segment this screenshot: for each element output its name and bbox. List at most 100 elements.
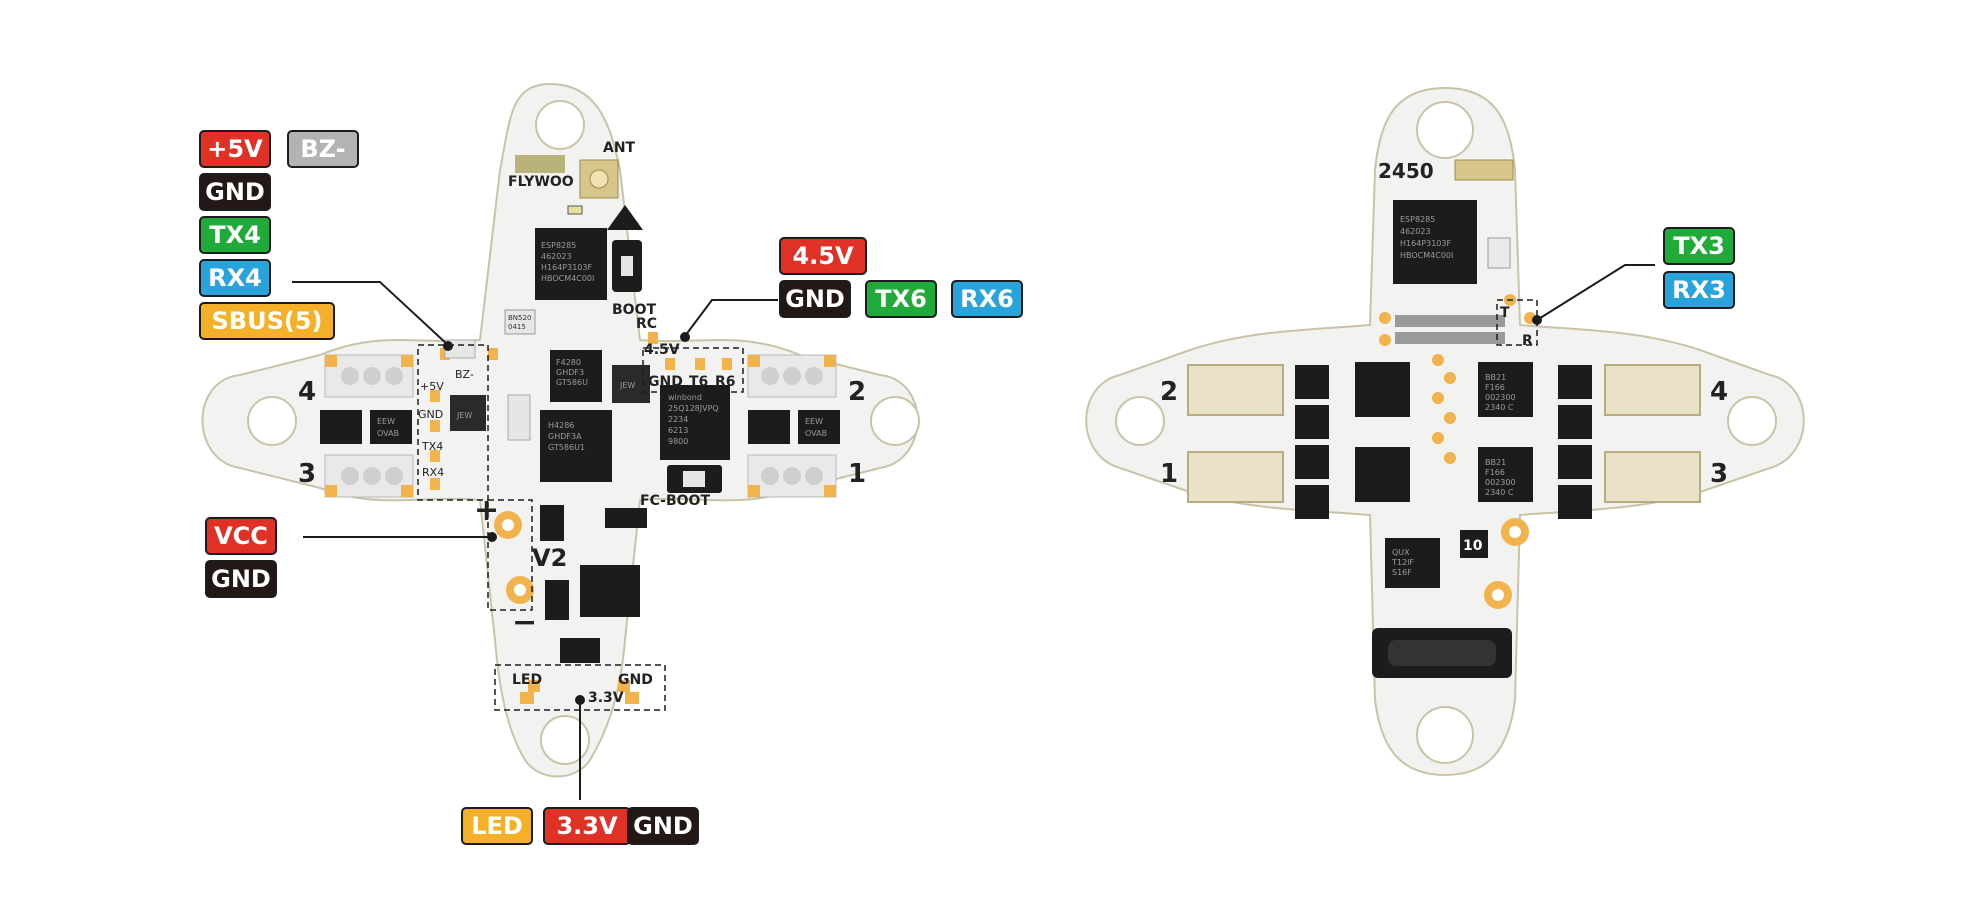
- label-pill-gnd: GND: [199, 173, 271, 211]
- chip-text-line: H4286: [548, 421, 574, 430]
- label-pill-rx3: RX3: [1663, 271, 1735, 309]
- chip-text-line: 25Q128JVPQ: [668, 404, 719, 413]
- label-pill-bg: [779, 237, 867, 275]
- silk-rx4: RX4: [422, 466, 444, 479]
- silk-tx4: TX4: [421, 440, 443, 453]
- label-pill-text: RX6: [960, 285, 1014, 313]
- svg-text:OVAB: OVAB: [377, 429, 399, 438]
- jev-chip-left: [450, 395, 486, 431]
- chip-text-line: S16F: [1392, 568, 1412, 577]
- label-pill-text: RX4: [208, 264, 262, 292]
- label-pill-text: TX6: [875, 285, 927, 313]
- chip-text-line: HBOCM4C00I: [541, 274, 594, 283]
- back-mosfets: [1295, 365, 1592, 519]
- back-bottom-hole: [1416, 706, 1474, 764]
- crystal: [1487, 237, 1511, 269]
- silk-led: LED: [512, 672, 542, 688]
- svg-text:OVAB: OVAB: [805, 429, 827, 438]
- front-motor-4: 4: [298, 377, 316, 407]
- label-pill-text: GND: [785, 285, 845, 313]
- silk-r6: R6: [715, 374, 736, 390]
- label-pill-bg: [865, 280, 937, 318]
- esp-chip: [535, 228, 607, 300]
- capacitor-black-3: [605, 508, 647, 528]
- label-pill-tx4: TX4: [199, 216, 271, 254]
- chip-text-line: GT586U: [556, 378, 588, 387]
- silk-minus: −: [512, 605, 537, 640]
- chip-text-line: F4280: [556, 358, 581, 367]
- label-pill-gnd: GND: [779, 280, 851, 318]
- label-pill-text: TX3: [1673, 232, 1725, 260]
- ant-connector-center: [589, 169, 609, 189]
- chip-text-line: 6213: [668, 426, 688, 435]
- small-chip-4: [507, 394, 531, 441]
- chip-text-line: BB21: [1485, 373, 1506, 382]
- label-pill-text: GND: [211, 565, 271, 593]
- label-pill-bg: [199, 130, 271, 168]
- label-pill-text: TX4: [209, 221, 261, 249]
- leader-lines: [292, 264, 1655, 800]
- label-pill-bg: [779, 280, 851, 318]
- boot-button-cap: [621, 256, 633, 276]
- chip-text-line: 9800: [668, 437, 688, 446]
- chip-text-line: 462023: [1400, 227, 1431, 236]
- svg-text:EEW: EEW: [805, 417, 823, 426]
- silk-gnd-bottom: GND: [618, 672, 653, 688]
- label-pill-rx4: RX4: [199, 259, 271, 297]
- label-pill-bg: [199, 173, 271, 211]
- mosfets-right: EEW OVAB: [748, 410, 840, 444]
- label-pill-bg: [1663, 271, 1735, 309]
- chip-text-line: QUX: [1392, 548, 1410, 557]
- fc-boot-button-cap: [683, 471, 705, 487]
- label-pill-text: GND: [205, 178, 265, 206]
- jev-chip-left-label: JEW: [456, 411, 472, 420]
- chip-text-line: T12IF: [1391, 558, 1414, 567]
- label-pill-led: LED: [461, 807, 533, 845]
- chip-text-line: H164P3103F: [541, 263, 592, 272]
- front-power-pads: [494, 511, 534, 604]
- back-pads: [1379, 294, 1536, 464]
- back-top-hole: [1416, 101, 1474, 159]
- label-pill-text: 4.5V: [792, 242, 854, 270]
- chip-text-line: 2234: [668, 415, 688, 424]
- back-motor-2: 2: [1160, 377, 1178, 407]
- label-pill-text: 3.3V: [556, 812, 618, 840]
- label-pill-text: SBUS(5): [212, 307, 323, 335]
- chip-text-line: F166: [1485, 468, 1505, 477]
- led-chip-bottom: [560, 638, 600, 663]
- chip-text-line: H164P3103F: [1400, 239, 1451, 248]
- back-driver-chips: [1355, 362, 1533, 502]
- front-left-hole: [247, 396, 297, 446]
- back-motor-connectors: [1187, 364, 1701, 503]
- back-qux-chip: [1385, 538, 1440, 588]
- label-pill-5v: +5V: [199, 130, 271, 168]
- back-left-hole: [1115, 396, 1165, 446]
- flash-chip: [660, 385, 730, 460]
- silk-gnd-left: GND: [418, 408, 443, 421]
- label-pill-tx6: TX6: [865, 280, 937, 318]
- chip-text-line: 002300: [1485, 478, 1516, 487]
- silk-t6: T6: [689, 374, 708, 390]
- silk-boot: BOOT: [612, 302, 656, 318]
- back-board-outline: [1085, 86, 1805, 777]
- chip-text-line: BB21: [1485, 458, 1506, 467]
- label-pill-bg: [287, 130, 359, 168]
- label-pill-text: RX3: [1672, 276, 1726, 304]
- front-motor-3: 3: [298, 459, 316, 489]
- arrow-marker-icon: [607, 205, 643, 230]
- motor-connector-holes: [341, 367, 823, 485]
- svg-text:EEW: EEW: [377, 417, 395, 426]
- label-pill-33v: 3.3V: [543, 807, 631, 845]
- silk-gnd-top: GND: [648, 374, 683, 390]
